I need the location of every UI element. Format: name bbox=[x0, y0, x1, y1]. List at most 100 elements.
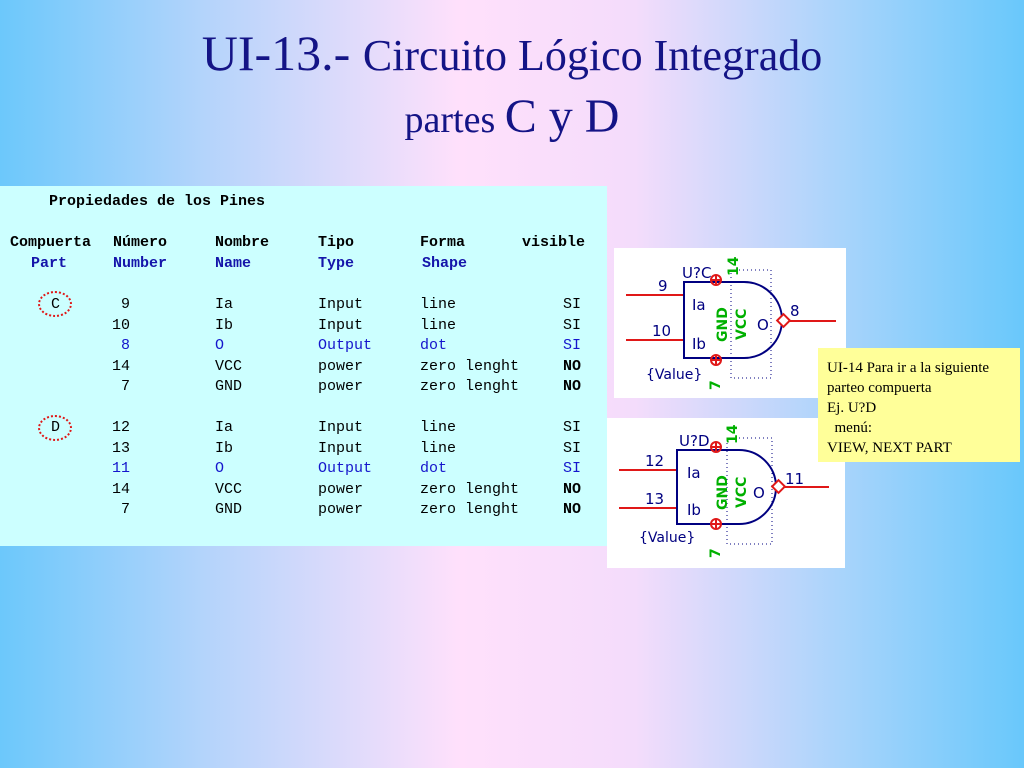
gate-d-pin-gnd: 7 bbox=[708, 548, 724, 558]
gate-c-ref: U?C bbox=[682, 264, 711, 282]
pin-type-cell: Input bbox=[318, 439, 364, 457]
pin-number-cell: 14 bbox=[111, 480, 130, 498]
pin-type-cell: power bbox=[318, 357, 364, 375]
pin-number-cell: 9 bbox=[120, 296, 130, 313]
note-line: UI-14 Para ir a la siguiente bbox=[827, 360, 990, 376]
gate-c-pin-gnd: 7 bbox=[708, 380, 724, 390]
pin-type-cell: power bbox=[318, 480, 364, 498]
pin-type-cell: power bbox=[318, 378, 364, 395]
gate-c-pin-b: 10 bbox=[652, 322, 671, 340]
gate-c-pin-vcc: 14 bbox=[726, 256, 742, 276]
note-line: menú: bbox=[827, 420, 873, 436]
table-header-en-row: Part Number Name Type Shape bbox=[0, 254, 607, 274]
pin-name-cell: VCC bbox=[215, 480, 243, 498]
pin-visible-cell: SI bbox=[563, 337, 582, 354]
part-letter: C bbox=[51, 296, 61, 313]
gate-d-pin-b: 13 bbox=[645, 490, 664, 508]
pin-name-cell: O bbox=[215, 337, 225, 354]
gate-d-label-vcc: VCC bbox=[734, 477, 750, 508]
gate-c-label-a: Ia bbox=[692, 296, 706, 314]
pin-visible-cell: SI bbox=[563, 316, 582, 334]
pin-shape-cell: zero lenght bbox=[420, 501, 520, 518]
pin-number-cell: 7 bbox=[120, 378, 130, 395]
pin-name-cell: GND bbox=[215, 378, 243, 395]
pin-number-cell: 13 bbox=[111, 439, 130, 457]
gate-d-ref: U?D bbox=[679, 432, 710, 450]
gate-d-pin-a: 12 bbox=[645, 452, 664, 470]
pin-shape-cell: dot bbox=[420, 460, 448, 477]
gate-c-pin-a: 9 bbox=[658, 277, 668, 295]
col-header-en: Shape bbox=[422, 255, 468, 272]
pin-visible-cell: NO bbox=[563, 501, 582, 518]
gate-d-label-gnd: GND bbox=[715, 475, 731, 510]
gate-d-label-b: Ib bbox=[687, 501, 701, 519]
gate-c-value: {Value} bbox=[646, 367, 702, 383]
gate-c-label-vcc: VCC bbox=[734, 309, 750, 340]
pin-visible-cell: NO bbox=[563, 357, 582, 375]
col-header: Tipo bbox=[318, 234, 355, 251]
pin-shape-cell: dot bbox=[420, 337, 448, 354]
pin-name-cell: VCC bbox=[215, 357, 243, 375]
col-header-en: Name bbox=[215, 255, 252, 272]
gate-d-label-a: Ia bbox=[687, 464, 701, 482]
pin-number-cell: 8 bbox=[120, 337, 130, 354]
pin-shape-cell: line bbox=[420, 316, 457, 334]
pin-visible-cell: SI bbox=[563, 439, 582, 457]
pins-table-heading: Propiedades de los Pines bbox=[49, 193, 266, 210]
pin-name-cell: Ib bbox=[215, 439, 234, 457]
pin-shape-cell: zero lenght bbox=[420, 357, 520, 375]
gate-symbol-d: U?D 12 13 11 Ia Ib O GND VCC 14 7 {Value… bbox=[607, 418, 845, 568]
pin-number-cell: 7 bbox=[120, 501, 130, 518]
gate-d-value: {Value} bbox=[639, 530, 695, 546]
pin-name-cell: Ia bbox=[215, 296, 234, 313]
part-d-marker bbox=[38, 415, 72, 441]
next-part-note: UI-14 Para ir a la siguiente parteo comp… bbox=[818, 348, 1020, 462]
subtitle-main: C y D bbox=[504, 89, 620, 143]
pin-type-cell: Output bbox=[318, 460, 373, 477]
gate-d-pin-vcc: 14 bbox=[725, 424, 741, 444]
pin-visible-cell: SI bbox=[563, 460, 582, 477]
pin-type-cell: Output bbox=[318, 337, 373, 354]
title-prefix: UI-13.- bbox=[201, 25, 363, 81]
col-header-en: Type bbox=[318, 255, 355, 272]
pin-name-cell: GND bbox=[215, 501, 243, 518]
gate-c-label-b: Ib bbox=[692, 335, 706, 353]
pin-type-cell: power bbox=[318, 501, 364, 518]
note-line: VIEW, NEXT PART bbox=[827, 440, 952, 456]
note-line: Ej. U?D bbox=[827, 400, 877, 416]
col-header: Compuerta bbox=[10, 234, 92, 251]
pin-shape-cell: zero lenght bbox=[420, 480, 520, 498]
pin-visible-cell: NO bbox=[563, 378, 582, 395]
pin-name-cell: Ia bbox=[215, 419, 234, 436]
gate-c-label-gnd: GND bbox=[715, 307, 731, 342]
subtitle-prefix: partes bbox=[404, 98, 505, 141]
col-header: Nombre bbox=[215, 234, 270, 251]
col-header: Forma bbox=[420, 234, 466, 251]
col-header: Número bbox=[113, 234, 168, 251]
gate-c-label-out: O bbox=[757, 316, 769, 334]
gate-d-drawing: U?D 12 13 11 Ia Ib O GND VCC 14 7 {Value… bbox=[619, 424, 829, 558]
pin-name-cell: Ib bbox=[215, 316, 234, 334]
col-header: visible bbox=[522, 234, 586, 251]
pin-number-cell: 11 bbox=[111, 460, 130, 477]
pin-type-cell: Input bbox=[318, 419, 364, 436]
pin-shape-cell: line bbox=[420, 296, 457, 313]
gate-d-pin-out: 11 bbox=[785, 470, 804, 488]
pin-visible-cell: SI bbox=[563, 296, 582, 313]
gate-c-pin-out: 8 bbox=[790, 302, 800, 320]
pin-number-cell: 10 bbox=[111, 316, 130, 334]
note-line: parteo compuerta bbox=[827, 380, 932, 396]
col-header-en: Number bbox=[113, 255, 168, 272]
part-c-marker bbox=[38, 291, 72, 317]
pin-type-cell: Input bbox=[318, 316, 364, 334]
pin-shape-cell: line bbox=[420, 419, 457, 436]
gate-c-drawing: U?C 9 10 8 Ia Ib O GND VCC 14 7 {Value} bbox=[626, 256, 836, 390]
pin-shape-cell: line bbox=[420, 439, 457, 457]
pin-visible-cell: SI bbox=[563, 419, 582, 436]
pin-visible-cell: NO bbox=[563, 480, 582, 498]
pin-shape-cell: zero lenght bbox=[420, 378, 520, 395]
pin-number-cell: 14 bbox=[111, 357, 130, 375]
pin-name-cell: O bbox=[215, 460, 225, 477]
title-main: Circuito Lógico Integrado bbox=[362, 31, 823, 80]
gate-d-label-out: O bbox=[753, 484, 765, 502]
